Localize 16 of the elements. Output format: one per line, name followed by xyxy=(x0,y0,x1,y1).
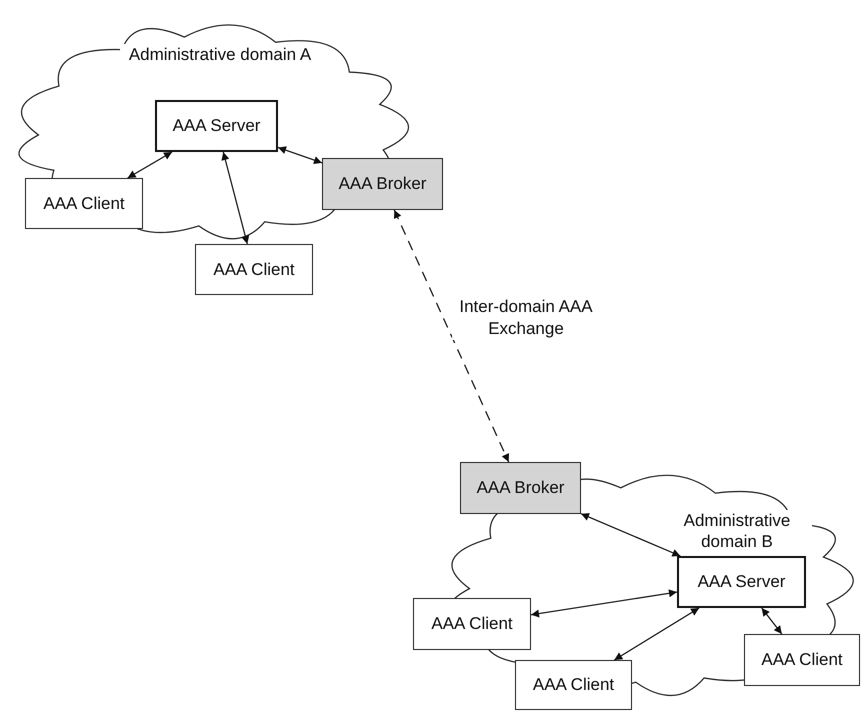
arrow xyxy=(530,589,678,618)
server-box: AAA Server xyxy=(155,100,278,152)
arrow xyxy=(127,151,172,179)
server-box: AAA Server xyxy=(677,556,806,608)
broker-box: AAA Broker xyxy=(460,462,581,514)
arrow xyxy=(614,607,700,661)
client-box: AAA Client xyxy=(515,660,632,710)
arrow xyxy=(394,210,510,462)
arrow xyxy=(580,513,681,557)
broker-box: AAA Broker xyxy=(322,158,443,210)
client-box: AAA Client xyxy=(413,598,531,650)
arrow xyxy=(761,608,782,634)
arrow xyxy=(221,152,250,244)
client-box: AAA Client xyxy=(195,244,313,295)
arrow xyxy=(278,146,322,164)
client-box: AAA Client xyxy=(744,634,860,686)
